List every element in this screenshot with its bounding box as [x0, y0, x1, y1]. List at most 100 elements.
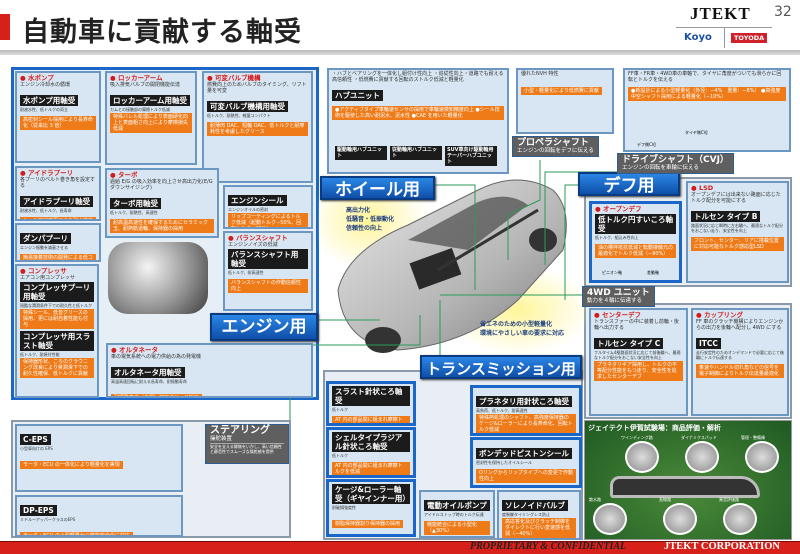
test-course-title: ジェイテクト伊賀試験場：商品評価・解析 — [588, 424, 721, 432]
balance-label: バランスシャフト用軸受 — [228, 249, 308, 269]
bonded-seal-note: Oリングからリップタイプへの変更で作動性向上 — [476, 469, 576, 483]
page-title: 自動車に貢献する軸受 — [22, 17, 302, 48]
variable-valve-tag: 可変バルブ機構 — [207, 74, 308, 82]
solenoid-spec: 度制御タイミングレス防止 — [502, 512, 550, 517]
steering-sub: 操舵装置 — [210, 436, 233, 442]
cvj-label: タイヤ側CVJ — [685, 130, 708, 135]
category-diff: デフ用 — [578, 172, 680, 196]
variable-valve-note: 耐薄肉 DAC、短軸 DAC、低トルクと耐摩耗性を考慮したグリース — [207, 122, 308, 136]
panel-idler: アイドラプーリ各プーリのベルト巻き角を設定するアイドラプーリ軸受耐液水性、低トル… — [15, 166, 101, 221]
idler-tag: アイドラプーリ — [20, 169, 96, 177]
c-eps-spec: 小型車向けの EPS — [20, 446, 53, 451]
cage-roller-spec: 耐破損強度性 — [332, 505, 356, 510]
water-pump-spec: 耐液水性、低トルクの両立 — [20, 107, 68, 112]
c-eps-label: C-EPS — [20, 434, 51, 445]
open-diff-note: 油の攪拌抵抗低減と転動接触元の最適化でトルク低減（−80%） — [595, 244, 676, 258]
logo-koyo: Koyo — [684, 32, 712, 43]
rocker-arm-tag: ロッカーアーム — [110, 74, 192, 82]
idler-desc: 各プーリのベルト巻き角を設定する — [20, 177, 96, 189]
panel-solenoid: ソレノイドバルブ度制御タイミングレス防止高応答化及びクラッチ制御をダイレクトに行… — [497, 490, 581, 540]
driveshaft-desc: FF車・FR車・4WD車の車軸で、タイヤに角度がついても滑らかに回転とトルクを伝… — [628, 71, 782, 83]
panel-driveshaft: FF車・FR車・4WD車の車軸で、タイヤに角度がついても滑らかに回転とトルクを伝… — [623, 68, 791, 152]
category-wheel: ホイール用 — [320, 176, 435, 200]
bonded-seal-label: ボンデッドピストンシール — [476, 448, 572, 459]
alternator-desc: 車の電気系統への電力供給の為の発電機 — [111, 354, 202, 360]
center-diff-note: プラネタリギア採用し、トルクの不等配分性能をもつ走り、安全性を追求したセンターデ… — [594, 361, 683, 381]
open-diff-spec: 低トルク、組込み性向上 — [595, 235, 639, 240]
page-number: 32 — [774, 4, 792, 20]
logo-brand: JTEKT — [690, 4, 751, 23]
panel-propeller: 優れたNVH 特性小型・軽量化により低燃費に貢献 — [516, 68, 614, 134]
title-divider — [0, 50, 800, 55]
coupling-spec: 走行安定性のためオンデマンドで必要に応じて後輪にトルク伝達する — [696, 350, 784, 360]
c-eps-note: モータ・ECU の一体化により軽量化を実現 — [20, 461, 123, 469]
balance-spec: 低トルク、耐高速性 — [228, 270, 264, 275]
variable-valve-spec: 低トルク、耐熱性、軽量コンパクト — [207, 113, 271, 118]
coupling-note: 車速やハンドル切れ角などの信号を電子制御によりトルク伝達量最適化 — [696, 364, 784, 378]
planetary-label: プラネタリ用針状ころ軸受 — [476, 396, 572, 407]
engine-seal-label: エンジンシール — [228, 195, 287, 206]
panel-compressor: コンプレッサエアコン用コンプレッサコンプレッサプーリ用軸受過酷な潤滑条件下での耐… — [15, 264, 99, 398]
compressor-desc: エアコン用コンプレッサ — [20, 275, 75, 281]
4wd-label: 4WD ユニット 動力を４輪に伝達する — [582, 286, 655, 307]
driveshaft-label: ドライブシャフト（CVJ） エンジンの回転を車輪に伝える — [617, 153, 734, 174]
turbo-tag: ターボ — [110, 171, 214, 179]
hub-desc: ・ハブとベアリングを一体化し組付け性向上 ・追従性向上・道路でも耐える高信頼性 … — [332, 71, 504, 83]
panel-planetary: プラネタリ用針状ころ軸受高負荷、低トルク、耐高速性特殊熱処理のシャフト、高強度保… — [470, 385, 582, 436]
coupling-tag: カップリング — [696, 311, 784, 319]
test-spot-label: ダイナミクスパッド — [681, 435, 717, 440]
goal-text: 省エネのための小型軽量化 — [480, 321, 553, 328]
diff-caption: ピニオン軸 — [602, 270, 622, 275]
balance-tag: バランスシャフト — [228, 234, 308, 242]
alternator-spec: 高温高速回転に耐える長寿命、耐振動寿命 — [111, 379, 187, 384]
shell-radial-label: シェルタイプラジアル針状ころ軸受 — [332, 432, 410, 452]
hub-label: ハブユニット — [332, 90, 383, 101]
logo-toyoda: TOYODA — [731, 33, 768, 43]
panel-open-diff: オープンデフ低トルク円すいころ軸受低トルク、組込み性向上油の攪拌抵抗低減と転動接… — [589, 201, 682, 283]
jtekt-logo: JTEKT Koyo TOYODA — [676, 4, 776, 48]
panel-engine-seal: エンジンシールエンジンオイルの密封リップコーティングによるトルク低減（起動トルク… — [223, 185, 313, 229]
footer-confidential: PROPRIETARY & CONFIDENTIAL — [470, 541, 627, 552]
compressor-spec: 低トルク、耐焼付性能 — [20, 352, 60, 357]
test-spot-label: 直線路 — [659, 497, 671, 502]
alternator-note: 耐振動寿命（白層）対応グリース採用 — [111, 394, 202, 396]
test-spot-photo — [625, 441, 659, 473]
thrust-needle-label: スラスト針状ころ軸受 — [332, 386, 410, 406]
drivetrain-goals: 省エネのための小型軽量化 環境にやさしい車の要求に対応 — [480, 320, 564, 338]
panel-alternator: オルタネータ車の電気系統への電力供給の為の発電機オルタネータ用軸受高温高速回転に… — [106, 343, 313, 398]
test-spot-photo — [593, 503, 627, 535]
compressor-label: コンプレッサプーリ用軸受 — [20, 282, 94, 302]
panel-cage-roller: ケージ&ローラー軸受（ギヤインナー用）耐破損強度性樹脂保持器割り保持器の採用 — [326, 479, 416, 537]
rocker-arm-spec: カムとの接触部の摩擦トルク低減 — [110, 107, 170, 112]
thrust-needle-note: AT 内の部品間に組まれ摩擦トルクを低減 — [332, 416, 410, 423]
steering-desc: 安全を支える縁無をいかし、高い信頼性と静音性でスムーズな操舵感を提供 — [210, 443, 284, 454]
test-spot-photo — [685, 441, 719, 473]
test-spot-photo — [723, 503, 757, 535]
goal-text: 高出力化 — [346, 207, 371, 214]
lsd-label: トルセン タイプ B — [691, 211, 761, 222]
oil-pump-note: 機能統合による小型化（▲30%） — [424, 521, 490, 535]
propeller-title: プロペラシャフト — [517, 138, 589, 148]
cvj-label: デフ側CVJ — [637, 142, 656, 147]
hub-type-label: 従動輪用ハブユニット — [390, 146, 442, 160]
goal-text: 信頼性の向上 — [346, 225, 383, 232]
compressor-label: コンプレッサ用スラスト軸受 — [20, 331, 94, 351]
center-diff-spec: フルタイム4駆路面状況に応じて前後輪へ、最適なトルク配分をおこない安全性を向上 — [594, 350, 681, 360]
oil-pump-label: 電動オイルポンプ — [424, 500, 490, 511]
dp-eps-label: DP-EPS — [20, 505, 57, 516]
alternator-tag: オルタネータ — [111, 346, 308, 354]
driveshaft-note: ●新設計による小型軽量化（外径：−4% 重量：−8%） ●高強度中空シャフト採用… — [628, 87, 786, 101]
turbo-desc: 過給 E/G の吸入効率を向上させ高出力化(E/Gダウンサイジング) — [110, 179, 213, 191]
goal-text: 低騒音・低振動化 — [346, 216, 395, 223]
balance-desc: エンジンノイズの低減 — [228, 242, 278, 248]
hub-type-label: 駆動輪用ハブユニット — [335, 146, 387, 160]
rocker-arm-desc: 吸入排気バルブの開閉機能伝達 — [110, 82, 181, 88]
cage-roller-label: ケージ&ローラー軸受（ギヤインナー用） — [332, 484, 410, 504]
